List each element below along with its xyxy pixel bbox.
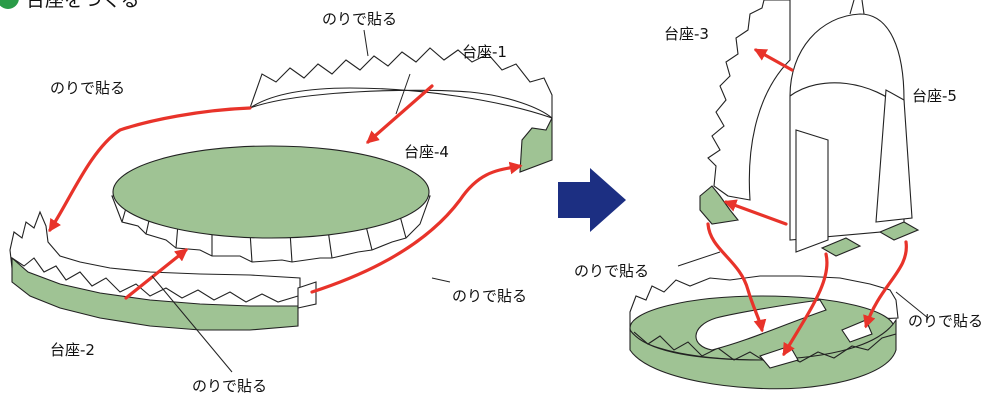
base1-green-tab [519,117,553,173]
next-step-arrow-icon [558,168,626,232]
arrow-right-1 [753,48,794,72]
label-base-2: 台座-2 [50,341,95,359]
base3-green-tab [699,185,740,225]
base4-disk [111,145,431,263]
page-title: 台座をつくる [26,0,140,11]
label-glue-top: のりで貼る [322,10,397,28]
base3-strip [707,0,791,201]
base2-green-band [11,256,299,331]
base1-strip [248,47,553,119]
title-marker-icon [0,0,19,9]
arrow-right-5 [863,240,908,329]
arrow-right-2 [723,199,788,226]
arrow-left-4 [310,161,523,294]
base4-ellipse [112,145,430,239]
label-glue-far-right: のりで貼る [908,312,983,330]
label-glue-right: のりで貼る [452,287,527,305]
arrow-left-1 [48,106,252,233]
label-glue-bottom: のりで貼る [192,377,267,395]
label-base-4: 台座-4 [404,143,449,161]
right-figure [629,0,929,390]
label-base-3: 台座-3 [664,25,709,43]
label-glue-left: のりで貼る [50,79,125,97]
arrow-right-3 [706,222,767,333]
arrow-left-3 [124,248,188,300]
label-base-5: 台座-5 [912,87,957,105]
arrow-right-4 [782,252,829,357]
left-figure [9,29,553,373]
base-ring-band [629,318,897,390]
label-base-1: 台座-1 [462,43,507,61]
arrow-left-2 [366,84,434,144]
label-glue-mid: のりで貼る [574,262,649,280]
